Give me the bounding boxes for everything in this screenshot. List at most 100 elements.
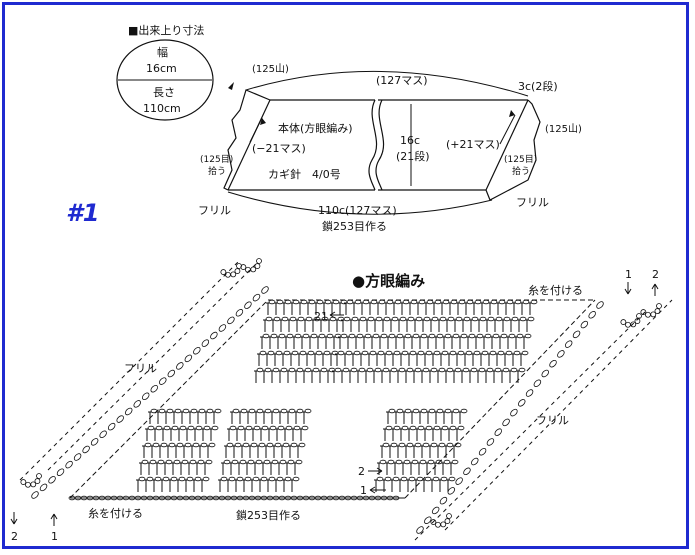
mesh-stitch xyxy=(399,350,409,366)
size-circle xyxy=(116,39,214,121)
mesh-stitch xyxy=(367,350,377,366)
mesh-stitch xyxy=(474,333,484,349)
mesh-stitch xyxy=(453,316,463,332)
bottom-left-1-arrow xyxy=(50,513,58,526)
mesh-stitch xyxy=(221,459,231,475)
body-label: 本体(方眼編み) xyxy=(278,121,353,135)
arrow-left-down xyxy=(228,82,234,90)
mesh-stitch xyxy=(177,425,187,441)
mesh-stitch xyxy=(230,408,240,424)
mesh-stitch xyxy=(386,408,396,424)
left-pick-count: (125目) xyxy=(200,154,233,165)
mesh-stitch xyxy=(190,442,200,458)
frill-scallop xyxy=(596,301,604,309)
mesh-stitch xyxy=(495,350,505,366)
mesh-stitch xyxy=(469,316,479,332)
mesh-stitch xyxy=(281,350,291,366)
mesh-stitch xyxy=(290,476,300,492)
frill-cluster xyxy=(20,473,42,488)
top-count: (127マス) xyxy=(376,74,428,87)
mesh-stitch xyxy=(229,459,239,475)
frill-scallop xyxy=(48,476,56,484)
mesh-stitch xyxy=(370,333,380,349)
mesh-stitch xyxy=(291,425,301,441)
mesh-stitch xyxy=(404,367,414,383)
mesh-stitch xyxy=(477,316,487,332)
mesh-stitch xyxy=(286,367,296,383)
frill-scallop xyxy=(150,384,158,393)
frill-scallop xyxy=(549,359,557,368)
mesh-stitch xyxy=(391,425,401,441)
mesh-stitch xyxy=(360,299,370,315)
mesh-stitch xyxy=(297,350,307,366)
mesh-stitch xyxy=(415,425,425,441)
frill-scallop xyxy=(431,506,440,515)
mesh-stitch xyxy=(270,367,280,383)
mesh-stitch xyxy=(436,442,446,458)
mesh-stitch xyxy=(274,299,284,315)
mesh-stitch xyxy=(472,299,482,315)
mesh-stitch xyxy=(168,476,178,492)
mesh-stitch xyxy=(275,425,285,441)
mesh-stitch xyxy=(420,442,430,458)
mesh-stitch xyxy=(525,316,535,332)
mesh-stitch xyxy=(248,442,258,458)
frill-scallop xyxy=(533,379,542,387)
mesh-stitch xyxy=(209,425,219,441)
mesh-stitch xyxy=(203,459,213,475)
mesh-stitch xyxy=(430,476,440,492)
frill-scallop xyxy=(494,428,502,436)
mesh-stitch xyxy=(300,333,310,349)
row1-arrow xyxy=(369,486,386,494)
frill-scallop xyxy=(478,448,487,456)
mesh-stitch xyxy=(296,442,306,458)
mesh-stitch xyxy=(179,459,189,475)
mesh-stitch xyxy=(394,408,404,424)
mesh-stitch xyxy=(423,350,433,366)
mesh-stitch xyxy=(418,333,428,349)
frill-scallop xyxy=(193,347,201,355)
chain-marks xyxy=(68,495,400,501)
mesh-stitch xyxy=(423,425,433,441)
mesh-stitch xyxy=(412,367,422,383)
frill-scallop xyxy=(244,301,252,309)
mesh-stitch xyxy=(330,299,340,315)
attach-yarn-top: 糸を付ける xyxy=(528,284,583,297)
mesh-stitch xyxy=(310,367,320,383)
mesh-stitch xyxy=(224,442,234,458)
mesh-stitch xyxy=(404,442,414,458)
top-right-1-arrow xyxy=(624,282,632,295)
frill-left-label: フリル xyxy=(198,204,231,217)
mesh-stitch xyxy=(421,316,431,332)
size-box-heading: ■出来上り寸法 xyxy=(128,23,204,37)
schematic-shape xyxy=(223,70,541,215)
mesh-stitch xyxy=(496,299,506,315)
frill-scallop xyxy=(447,487,456,495)
mesh-stitch xyxy=(302,367,312,383)
mesh-stitch xyxy=(227,425,237,441)
mesh-stitch xyxy=(380,367,390,383)
mesh-stitch xyxy=(493,316,503,332)
mesh-stitch xyxy=(261,459,271,475)
mesh-stitch xyxy=(490,333,500,349)
mesh-stitch xyxy=(522,333,532,349)
mesh-stitch xyxy=(452,442,462,458)
frill-scallop xyxy=(252,293,261,302)
mesh-stitch xyxy=(218,476,228,492)
frill-scallop xyxy=(541,369,549,378)
mesh-stitch xyxy=(528,299,538,315)
mesh-stitch xyxy=(447,350,457,366)
frill-scallop xyxy=(201,339,210,347)
mesh-stitch xyxy=(265,350,275,366)
mesh-stitch xyxy=(400,299,410,315)
frill-scallop xyxy=(261,286,269,294)
width-label: 幅 xyxy=(157,46,168,59)
dec-label: (−21マス) xyxy=(252,142,306,155)
right-pick-word: 拾う xyxy=(512,165,530,177)
mesh-stitch xyxy=(271,316,281,332)
mesh-stitch xyxy=(254,408,264,424)
mesh-stitch xyxy=(226,476,236,492)
length-value: 110cm xyxy=(143,102,181,115)
mesh-stitch xyxy=(158,442,168,458)
